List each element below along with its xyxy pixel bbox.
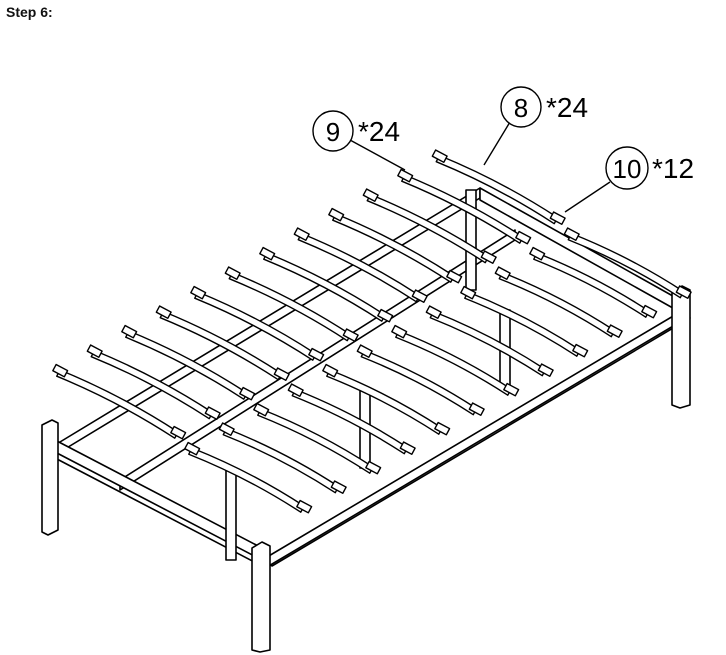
- slat-right-2: [257, 408, 374, 474]
- slat-holder-right-4-1: [434, 421, 451, 436]
- slat-holder-right-8-0: [460, 285, 477, 300]
- slat-holder-right-6-1: [503, 382, 520, 397]
- slat-holder-left-6-1: [377, 308, 394, 323]
- slat-right-0: [188, 447, 305, 513]
- callout-10-quantity: *12: [652, 153, 694, 184]
- slat-holder-left-9-1: [480, 250, 497, 265]
- slat-left-10: [401, 174, 524, 244]
- callout-9: 9 *24: [312, 110, 406, 171]
- slat-right-7: [429, 310, 547, 377]
- slat-left-3: [159, 310, 283, 381]
- slat-holder-left-7-0: [293, 227, 310, 242]
- callout-10: 10 *12: [564, 146, 694, 213]
- slat-right-3: [291, 388, 409, 455]
- slat-holder-left-3-1: [273, 367, 290, 382]
- slat-holder-left-3-0: [155, 305, 172, 320]
- slat-right-1: [222, 427, 340, 494]
- slat-holder-right-7-0: [425, 305, 442, 320]
- slat-holder-right-0-0: [184, 441, 201, 456]
- slat-holder-right-8-1: [572, 343, 589, 358]
- callout-9-quantity: *24: [358, 116, 400, 147]
- callout-8-number: 8: [514, 93, 528, 123]
- slat-holder-right-7-1: [537, 363, 554, 378]
- slat-left-6: [263, 252, 386, 322]
- step-title: Step 6:: [6, 4, 53, 20]
- slat-holder-left-0-0: [52, 363, 69, 378]
- slat-right-6: [395, 330, 512, 396]
- slat-holder-right-9-1: [606, 324, 623, 339]
- slat-right-9: [498, 271, 616, 338]
- slat-holder-right-6-0: [391, 324, 408, 339]
- slat-holder-right-2-0: [253, 402, 270, 417]
- slat-holder-left-6-0: [259, 246, 276, 261]
- slat-holder-left-7-1: [411, 289, 428, 304]
- bed-frame: [41, 187, 691, 653]
- slat-holder-left-2-0: [121, 324, 138, 339]
- slats-row-right: [184, 227, 692, 514]
- slat-holder-right-2-1: [365, 460, 382, 475]
- slat-left-9: [366, 193, 490, 264]
- slat-holder-right-4-0: [322, 363, 339, 378]
- slat-holder-right-0-1: [296, 499, 313, 514]
- slat-holder-left-5-1: [342, 328, 359, 343]
- slat-holder-right-3-1: [399, 441, 416, 456]
- slat-holder-left-11-0: [431, 149, 448, 164]
- slat-right-5: [360, 349, 478, 416]
- slat-holder-left-10-1: [515, 230, 532, 245]
- slat-holder-left-1-1: [204, 406, 221, 421]
- corner-leg-head-right: [671, 285, 691, 409]
- slat-holder-right-10-0: [529, 246, 546, 261]
- slat-holder-left-4-1: [308, 347, 325, 362]
- slat-left-7: [297, 232, 421, 303]
- slat-holder-left-4-0: [190, 285, 207, 300]
- slat-holder-left-10-0: [397, 168, 414, 183]
- slat-left-5: [228, 271, 352, 342]
- head-rail: [479, 187, 681, 313]
- slat-holder-left-1-0: [86, 344, 103, 359]
- slat-holder-left-9-0: [362, 188, 379, 203]
- slat-holder-right-11-0: [563, 227, 580, 242]
- slat-holder-right-5-1: [468, 402, 485, 417]
- slat-holder-right-9-0: [494, 266, 511, 281]
- slat-left-2: [125, 330, 248, 400]
- slats-row-left: [52, 149, 566, 440]
- corner-leg-foot-left: [41, 419, 59, 536]
- slat-holder-right-1-0: [218, 422, 235, 437]
- slat-right-8: [464, 291, 581, 357]
- slat-holder-left-8-0: [328, 207, 345, 222]
- slat-left-8: [332, 213, 455, 283]
- slat-holder-right-10-1: [641, 304, 658, 319]
- slat-holder-right-3-0: [287, 383, 304, 398]
- slat-holder-left-5-0: [224, 266, 241, 281]
- callout-8-quantity: *24: [546, 92, 588, 123]
- slat-left-1: [90, 349, 214, 420]
- slat-holder-right-1-1: [330, 480, 347, 495]
- slat-holder-left-11-1: [549, 211, 566, 226]
- callout-8: 8 *24: [483, 86, 588, 166]
- slat-right-4: [326, 369, 443, 435]
- callout-9-number: 9: [326, 117, 340, 147]
- slat-holder-left-8-1: [446, 269, 463, 284]
- slat-left-11: [435, 154, 559, 225]
- slat-holder-right-5-0: [356, 344, 373, 359]
- center-leg-1: [225, 469, 237, 561]
- corner-leg-foot-right: [251, 541, 271, 653]
- slat-right-11: [567, 232, 685, 299]
- slat-holder-left-0-1: [170, 425, 187, 440]
- slat-holder-left-2-1: [239, 386, 256, 401]
- slat-left-4: [194, 291, 317, 361]
- slat-left-0: [56, 369, 179, 439]
- slat-right-10: [533, 252, 650, 318]
- slat-holder-right-11-1: [675, 285, 692, 300]
- callout-10-number: 10: [613, 154, 642, 184]
